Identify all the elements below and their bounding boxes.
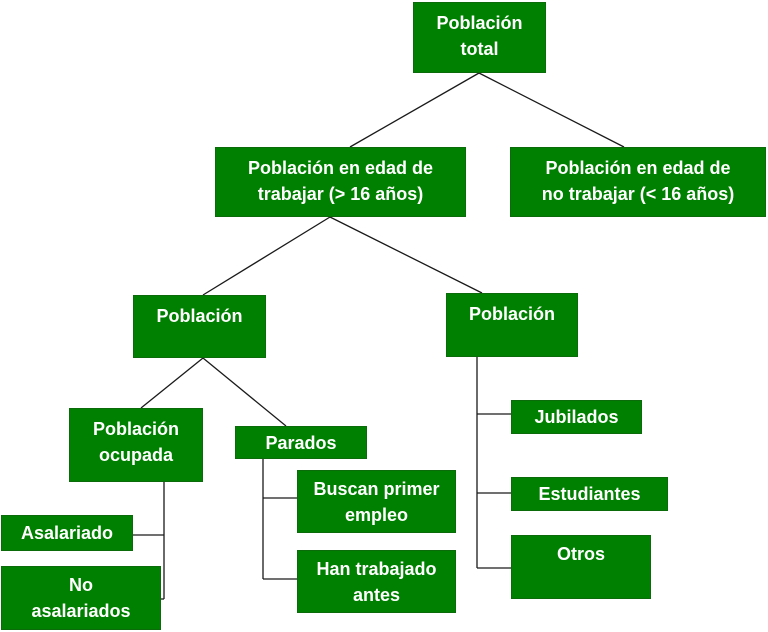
edge-working-age-inactive <box>329 216 483 294</box>
node-salaried-label: Asalariado <box>20 523 114 543</box>
node-students-label: Estudiantes <box>538 484 641 504</box>
node-non-salaried-label: No asalariados <box>31 575 131 621</box>
edge-total-working-age <box>349 72 480 148</box>
node-employed-population: Población ocupada <box>69 408 203 482</box>
node-unemployed: Parados <box>235 426 367 459</box>
node-inactive-population-label: Población <box>468 304 555 324</box>
node-active-population-label: Población <box>156 306 243 326</box>
edge-active-unemployed <box>202 357 287 427</box>
node-total-population: Población total <box>413 2 546 73</box>
node-non-working-age-population: Población en edad de no trabajar (< 16 a… <box>510 147 766 217</box>
node-total-population-label: Población total <box>436 13 523 59</box>
node-working-age-population: Población en edad de trabajar (> 16 años… <box>215 147 466 217</box>
node-students: Estudiantes <box>511 477 668 511</box>
node-retired-label: Jubilados <box>534 407 619 427</box>
edge-active-employed <box>140 357 204 409</box>
edge-working-age-active <box>202 216 331 296</box>
node-worked-before-label: Han trabajado antes <box>316 558 437 605</box>
node-first-job-seekers: Buscan primer empleo <box>297 470 456 533</box>
node-active-population: Población <box>133 295 266 358</box>
node-salaried: Asalariado <box>1 515 133 551</box>
node-others-label: Otros <box>556 544 605 564</box>
node-non-salaried: No asalariados <box>1 566 161 630</box>
node-employed-population-label: Población ocupada <box>92 419 179 465</box>
node-others: Otros <box>511 535 651 599</box>
node-worked-before: Han trabajado antes <box>297 550 456 613</box>
node-retired: Jubilados <box>511 400 642 434</box>
node-non-working-age-population-label: Población en edad de no trabajar (< 16 a… <box>541 158 735 204</box>
node-first-job-seekers-label: Buscan primer empleo <box>313 478 440 525</box>
node-unemployed-label: Parados <box>265 432 337 453</box>
edge-total-non-working-age <box>478 72 625 148</box>
node-working-age-population-label: Población en edad de trabajar (> 16 años… <box>247 158 434 204</box>
node-inactive-population: Población <box>446 293 578 357</box>
